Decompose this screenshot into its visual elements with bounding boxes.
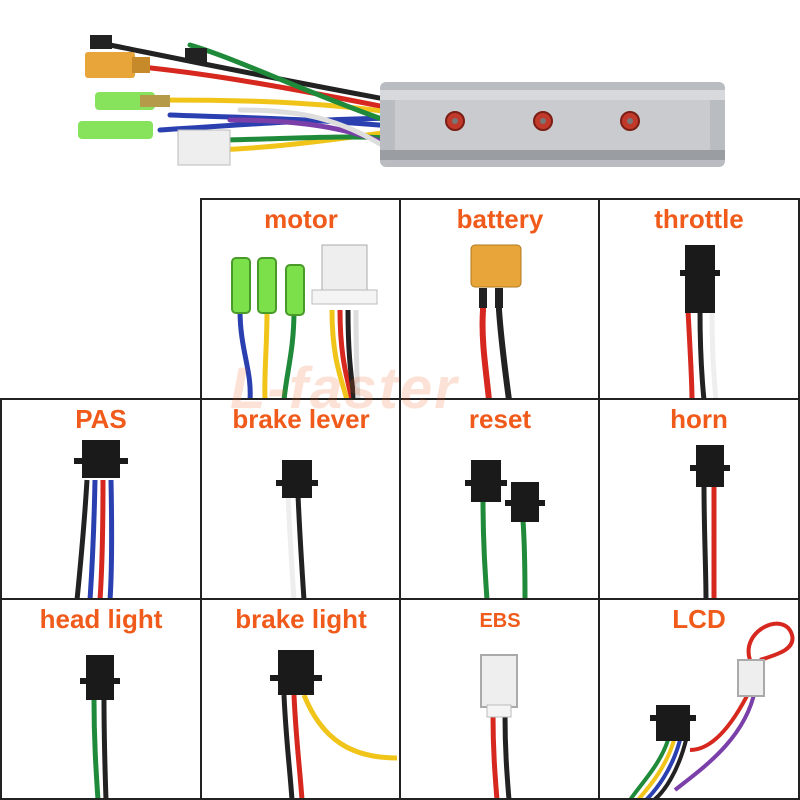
battery-connector-image xyxy=(470,244,522,398)
brake-light-connector-image xyxy=(270,650,398,798)
cell-horn: horn xyxy=(598,398,800,600)
reset-connector-image xyxy=(465,460,545,598)
label-horn: horn xyxy=(670,404,728,434)
motor-connector-image xyxy=(231,244,378,398)
label-head-light: head light xyxy=(39,604,163,634)
throttle-connector-image xyxy=(680,245,720,398)
label-motor: motor xyxy=(264,204,338,234)
controller-photo xyxy=(78,35,725,167)
horn-connector-image xyxy=(690,445,730,598)
cell-reset: reset xyxy=(399,398,601,600)
pas-connector-image xyxy=(74,440,128,598)
cell-motor: motor xyxy=(200,198,402,400)
brake-lever-connector-image xyxy=(276,460,318,598)
ebs-connector-image xyxy=(480,654,518,798)
lcd-connector-image xyxy=(628,621,795,798)
cell-brake-light: brake light xyxy=(200,598,402,800)
label-pas: PAS xyxy=(75,404,127,434)
label-throttle: throttle xyxy=(654,204,744,234)
cell-lcd: LCD xyxy=(598,598,800,800)
label-lcd: LCD xyxy=(672,604,726,634)
cell-brake-lever: brake lever xyxy=(200,398,402,600)
label-brake-lever: brake lever xyxy=(232,404,370,434)
label-ebs: EBS xyxy=(479,610,521,632)
head-light-connector-image xyxy=(80,655,120,798)
cell-throttle: throttle xyxy=(598,198,800,400)
cell-head-light: head light xyxy=(0,598,202,800)
label-reset: reset xyxy=(468,404,532,434)
label-battery: battery xyxy=(456,204,544,234)
cell-ebs: EBS xyxy=(399,598,601,800)
cell-battery: battery xyxy=(399,198,601,400)
label-brake-light: brake light xyxy=(235,604,367,634)
cell-pas: PAS xyxy=(0,398,202,600)
